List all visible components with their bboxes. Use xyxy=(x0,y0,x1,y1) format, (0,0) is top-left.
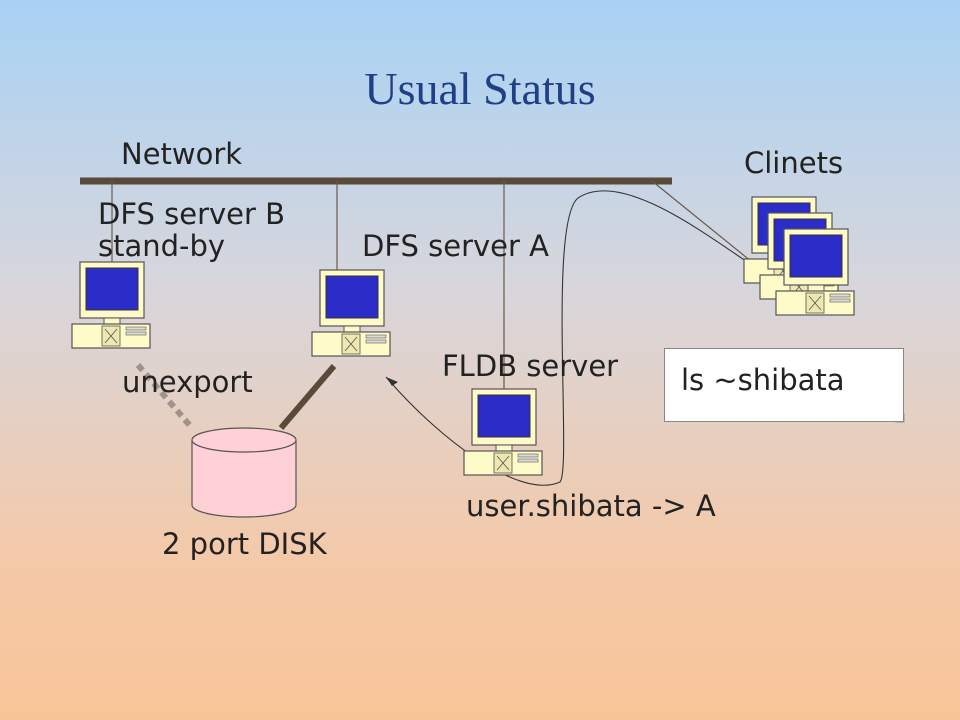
server-a-disk-link xyxy=(278,364,337,430)
slide-title: Usual Status xyxy=(364,63,596,114)
server-b-standby-label: stand-by xyxy=(98,229,226,263)
client-computer-icon xyxy=(775,228,855,316)
server-a-label: DFS server A xyxy=(362,229,549,263)
server-b-disk-unexported-link xyxy=(135,363,195,430)
unexport-label: unexport xyxy=(122,365,253,399)
fldb-computer-icon xyxy=(463,388,543,476)
request-arrowhead xyxy=(386,377,398,386)
command-note: ls ~shibata xyxy=(664,348,904,422)
server-a-computer-icon xyxy=(311,269,391,357)
clients-label: Clinets xyxy=(744,146,844,180)
disk-icon xyxy=(191,427,297,518)
command-note-text: ls ~shibata xyxy=(681,363,845,397)
server-b-label: DFS server B xyxy=(98,197,286,231)
disk-label: 2 port DISK xyxy=(162,527,327,561)
network-label: Network xyxy=(121,137,243,171)
mapping-label: user.shibata -> A xyxy=(466,489,716,523)
clients-link xyxy=(651,180,753,263)
server-b-computer-icon xyxy=(71,261,151,349)
fldb-label: FLDB server xyxy=(442,349,619,383)
